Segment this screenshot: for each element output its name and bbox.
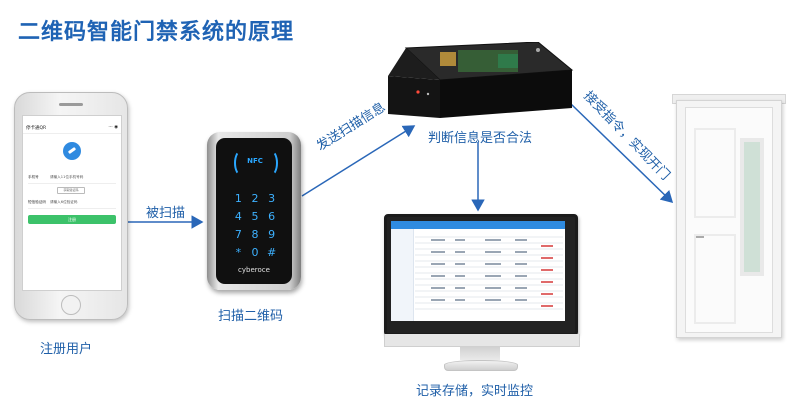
door-glass-window <box>740 138 764 276</box>
phone-number-label: 手机号 <box>28 175 39 179</box>
monitor-records-table <box>415 236 563 310</box>
door-leaf <box>685 107 773 333</box>
phone-number-placeholder: 请输入11位手机号码 <box>50 175 84 179</box>
keypad-key: 8 <box>251 228 259 241</box>
phone-app-title: 停卡通QR <box>26 126 47 131</box>
nfc-wave-right-icon <box>264 150 278 176</box>
keypad-key: 6 <box>268 210 276 223</box>
phone-menu-icon: ··· ◉ <box>108 125 118 130</box>
door-panel <box>694 128 736 218</box>
monitor-app-sidebar <box>391 229 414 321</box>
edge-label-scanned: 被扫描 <box>146 206 186 221</box>
nfc-wave-left-icon <box>234 150 248 176</box>
keypad-key: * <box>235 246 242 259</box>
arrow-reader-to-controller <box>301 125 416 197</box>
phone-speaker <box>59 103 83 106</box>
door-handle <box>696 236 704 238</box>
keypad-key: 0 <box>251 246 259 259</box>
keypad-key: 4 <box>234 210 242 223</box>
smartphone: 停卡通QR ··· ◉ 手机号 请输入11位手机号码 获取验证码 短信验证码 请… <box>14 92 128 320</box>
keypad-key: 7 <box>234 228 242 241</box>
get-code-button[interactable]: 获取验证码 <box>57 187 85 194</box>
keypad-key: # <box>267 246 277 259</box>
sms-code-placeholder: 请输入6位验证码 <box>50 200 78 204</box>
phone-caption: 注册用户 <box>40 342 93 357</box>
reader-brand: cyberoce <box>238 266 270 274</box>
keypad-key: 3 <box>268 192 276 205</box>
monitor-screen <box>391 221 565 321</box>
keypad-key: 1 <box>234 192 242 205</box>
monitor-caption: 记录存储，实时监控 <box>416 384 534 399</box>
door-panel <box>694 234 736 324</box>
edge-label-validate: 判断信息是否合法 <box>428 131 533 146</box>
phone-status-bar <box>23 116 121 123</box>
nfc-icon: NFC <box>247 157 263 165</box>
monitor-neck <box>460 346 500 360</box>
phone-home-button <box>61 295 81 315</box>
phone-heading <box>23 164 121 169</box>
monitor-stand <box>444 360 518 371</box>
phone-number-field[interactable]: 手机号 请输入11位手机号码 <box>28 175 116 184</box>
reader-caption: 扫描二维码 <box>218 309 284 324</box>
page-title: 二维码智能门禁系统的原理 <box>18 20 295 45</box>
access-controller-box <box>388 42 574 118</box>
keypad-key: 9 <box>268 228 276 241</box>
register-button[interactable]: 注册 <box>28 215 116 224</box>
sms-code-label: 短信验证码 <box>28 200 46 204</box>
sms-code-field[interactable]: 短信验证码 请输入6位验证码 <box>28 200 116 209</box>
keypad-key: 2 <box>251 192 259 205</box>
qr-reader-device: NFC 1 2 3 4 5 6 7 8 9 * 0 # cyberoce <box>207 132 301 290</box>
door <box>676 100 782 338</box>
app-logo-icon <box>63 142 81 160</box>
phone-app-bar: 停卡通QR ··· ◉ <box>23 123 121 134</box>
monitor-app-header <box>391 221 565 229</box>
arrow-controller-to-door <box>570 103 674 204</box>
phone-screen: 停卡通QR ··· ◉ 手机号 请输入11位手机号码 获取验证码 短信验证码 请… <box>22 115 122 291</box>
keypad: 1 2 3 4 5 6 7 8 9 * 0 # <box>230 192 280 259</box>
monitor <box>384 214 578 336</box>
keypad-key: 5 <box>251 210 259 223</box>
reader-face: NFC 1 2 3 4 5 6 7 8 9 * 0 # cyberoce <box>216 138 292 284</box>
